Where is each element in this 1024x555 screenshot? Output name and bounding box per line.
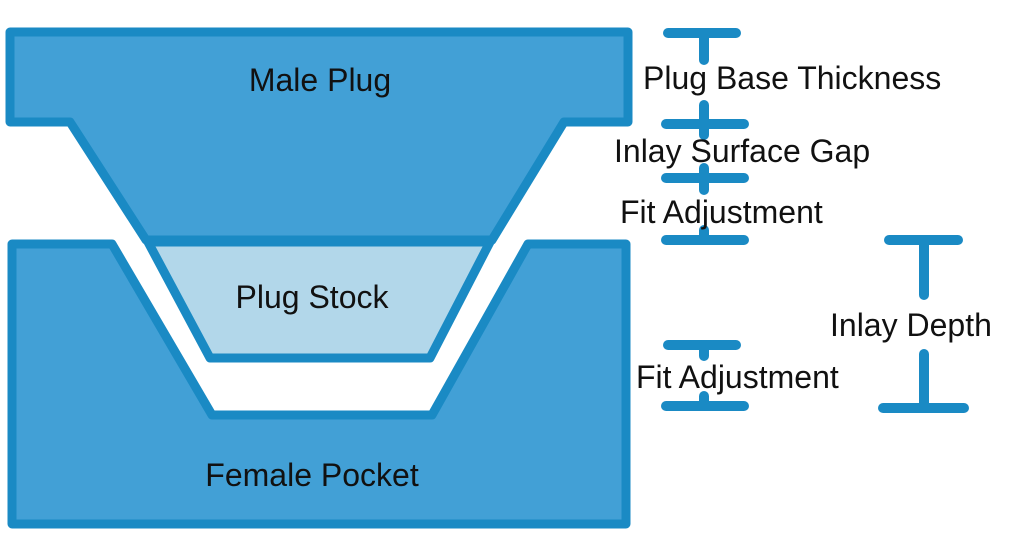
plug-stock-label: Plug Stock [236, 279, 390, 315]
inlay-depth-label: Inlay Depth [830, 307, 992, 343]
female-pocket-shape [7, 239, 631, 529]
fit-adjustment-bottom-label: Fit Adjustment [636, 359, 839, 395]
dimension-markers [661, 28, 969, 413]
inlay-surface-gap-label: Inlay Surface Gap [614, 133, 870, 169]
plug-base-thickness-label: Plug Base Thickness [643, 60, 941, 96]
male-plug-label: Male Plug [249, 62, 391, 98]
male-plug-shape [5, 27, 633, 245]
female-pocket-label: Female Pocket [205, 457, 419, 493]
fit-adjustment-top-label: Fit Adjustment [620, 194, 823, 230]
